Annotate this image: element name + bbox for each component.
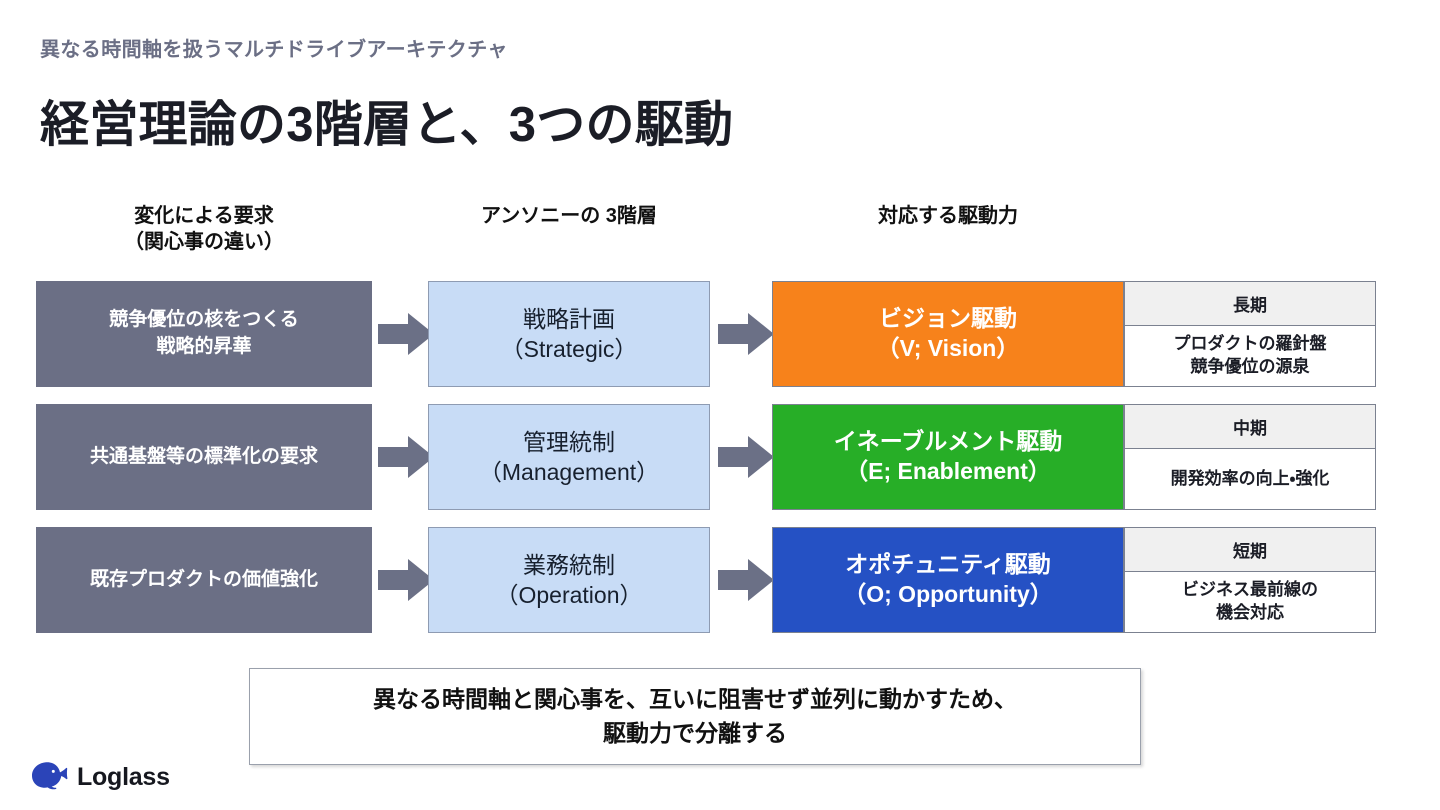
logo-wordmark: Loglass (77, 762, 170, 791)
driver-cell: ビジョン駆動 （V; Vision） (772, 281, 1124, 387)
driver-cell: オポチュニティ駆動 （O; Opportunity） (772, 527, 1124, 633)
matrix-row: 競争優位の核をつくる 戦略的昇華 戦略計画 （Strategic） ビジョン駆動… (0, 281, 1440, 387)
matrix-row: 既存プロダクトの価値強化 業務統制 （Operation） オポチュニティ駆動 … (0, 527, 1440, 633)
arrow-right-icon (378, 310, 434, 358)
arrow-right-icon (718, 433, 774, 481)
page-title: 経営理論の3階層と、3つの駆動 (40, 98, 734, 152)
arrow-right-icon (718, 556, 774, 604)
demand-cell: 共通基盤等の標準化の要求 (36, 404, 372, 510)
whale-icon (32, 762, 68, 790)
detail-card: 長期 プロダクトの羅針盤 競争優位の源泉 (1124, 281, 1376, 387)
tier-cell: 管理統制 （Management） (428, 404, 710, 510)
matrix-row: 共通基盤等の標準化の要求 管理統制 （Management） イネーブルメント駆… (0, 404, 1440, 510)
detail-text: プロダクトの羅針盤 競争優位の源泉 (1173, 334, 1327, 376)
column-heading-driver: 対応する駆動力 (878, 205, 1018, 227)
column-heading-demand: 変化による要求 （関心事の違い） (124, 205, 284, 254)
arrow-right-icon (378, 433, 434, 481)
demand-cell: 既存プロダクトの価値強化 (36, 527, 372, 633)
loglass-logo: Loglass (32, 760, 170, 794)
detail-text: 開発効率の向上・強化 (1170, 468, 1330, 488)
arrow-right-icon (718, 310, 774, 358)
time-horizon-label: 長期 (1125, 282, 1375, 326)
time-horizon-label: 短期 (1125, 528, 1375, 572)
driver-cell: イネーブルメント駆動 （E; Enablement） (772, 404, 1124, 510)
tier-cell: 業務統制 （Operation） (428, 527, 710, 633)
detail-text: ビジネス最前線の 機会対応 (1182, 580, 1318, 622)
architecture-matrix: 競争優位の核をつくる 戦略的昇華 戦略計画 （Strategic） ビジョン駆動… (0, 281, 1440, 633)
arrow-right-icon (378, 556, 434, 604)
demand-cell: 競争優位の核をつくる 戦略的昇華 (36, 281, 372, 387)
time-horizon-label: 中期 (1125, 405, 1375, 449)
slide-eyebrow: 異なる時間軸を扱うマルチドライブアーキテクチャ (40, 39, 508, 61)
detail-card: 短期 ビジネス最前線の 機会対応 (1124, 527, 1376, 633)
column-heading-tier: アンソニーの 3階層 (481, 205, 657, 227)
tier-cell: 戦略計画 （Strategic） (428, 281, 710, 387)
summary-callout: 異なる時間軸と関心事を、互いに阻害せず並列に動かすため、 駆動力で分離する (249, 668, 1141, 765)
detail-card: 中期 開発効率の向上・強化 (1124, 404, 1376, 510)
